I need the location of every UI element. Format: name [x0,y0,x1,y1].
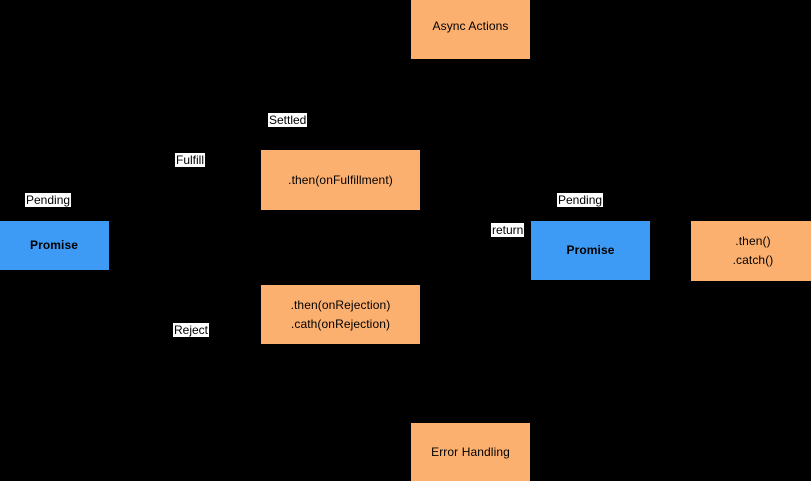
node-promise-right[interactable]: Promise [531,221,650,280]
edge-label-fulfill: Fulfill [175,153,206,167]
edge-label-pending-left: Pending [25,193,72,207]
node-label-line-2: .catch() [732,253,774,267]
node-label: Async Actions [432,19,509,34]
edge-label-settled: Settled [268,113,308,127]
node-label: Promise [566,243,615,258]
node-then-catch[interactable]: .then() .catch() [691,221,811,281]
node-label: Promise [29,238,79,253]
node-label-line-2: .cath(onRejection) [290,316,391,331]
node-label-line-1: .then() [735,234,771,249]
node-async-actions[interactable]: Async Actions [411,0,530,59]
edge-label-pending-right: Pending [557,193,604,207]
node-then-catch-on-rejection[interactable]: .then(onRejection) .cath(onRejection) [261,285,420,344]
node-label: Error Handling [431,444,510,459]
node-error-handling[interactable]: Error Handling [411,423,530,481]
node-label: .then(onFulfillment) [288,172,393,187]
node-promise-left[interactable]: Promise [0,221,109,270]
node-label-line-1: .then(onRejection) [290,297,391,312]
edge-label-reject: Reject [173,323,210,337]
edge-label-return: return [491,223,525,237]
node-then-on-fulfillment[interactable]: .then(onFulfillment) [261,150,420,210]
